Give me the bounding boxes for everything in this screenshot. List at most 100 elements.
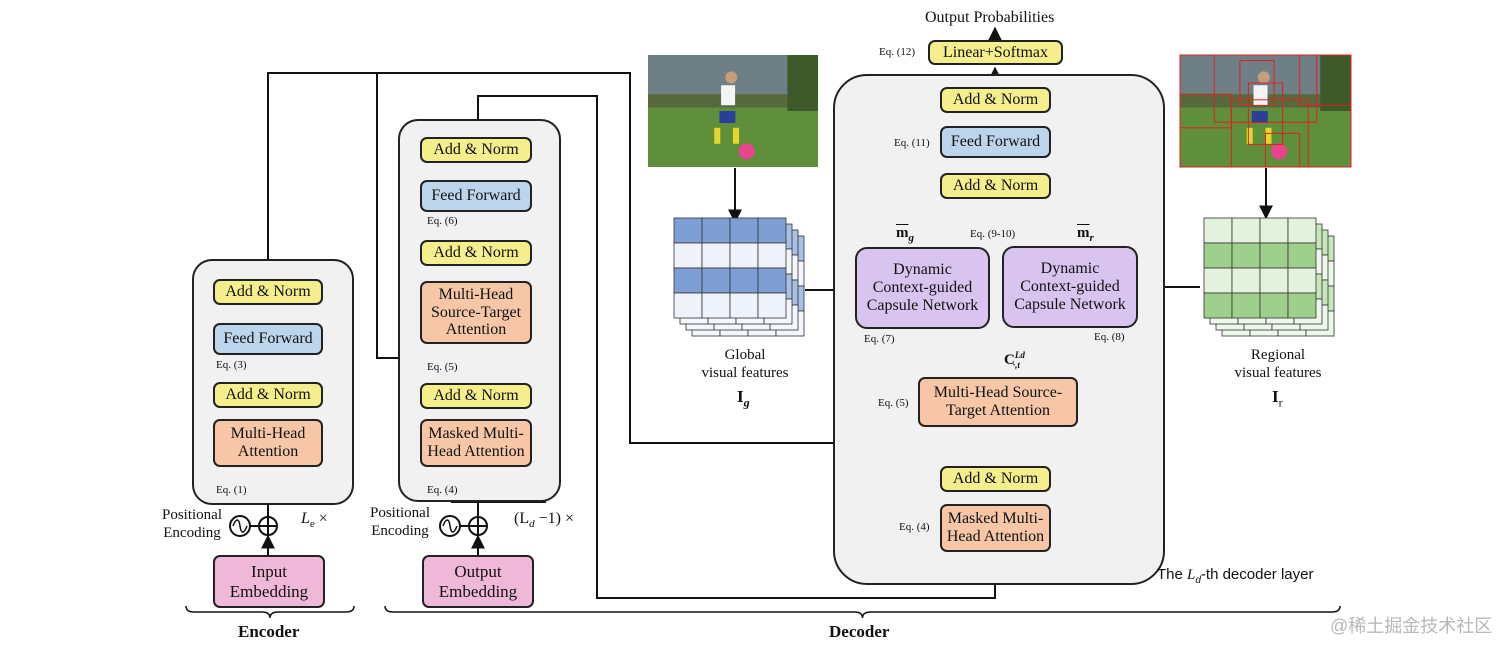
global-image-player-sock-right (733, 127, 739, 144)
decoder-feed-forward: Feed Forward (420, 180, 532, 212)
capsule-network-regional: Dynamic Context-guided Capsule Network (1002, 246, 1138, 328)
last-add-norm-top: Add & Norm (940, 87, 1051, 113)
eq12-label: Eq. (12) (879, 46, 916, 58)
eq11-label: Eq. (11) (894, 137, 930, 149)
global-feature-map-cell (757, 267, 787, 294)
global-feature-map-cell (673, 217, 703, 244)
global-image-ball (738, 143, 755, 160)
decoder-positional-encoding-label: Positional Encoding (369, 505, 430, 539)
regional-feature-map-cell (1287, 242, 1317, 269)
global-feature-map-cell (673, 267, 703, 294)
regional-image-player-shirt (1253, 85, 1268, 106)
decoder-add-circle-cross (469, 517, 487, 535)
global-feature-map-cell (701, 217, 731, 244)
global-feature-map-cell (757, 292, 787, 319)
global-feature-map-cell (729, 242, 759, 269)
last-decoder-layer-panel (833, 74, 1165, 585)
regional-image-region-box (1299, 54, 1352, 106)
regional-feature-map-cell (1231, 217, 1261, 244)
regional-image-player-sock-left (1246, 127, 1253, 144)
regional-features-label: Regional visual features (1234, 347, 1322, 381)
capsule-network-global: Dynamic Context-guided Capsule Network (855, 247, 990, 329)
regional-feature-map-cell (1231, 242, 1261, 269)
regional-feature-map-cell (1287, 217, 1317, 244)
global-features-label: Global visual features (701, 347, 789, 381)
regional-image-ball (1271, 143, 1288, 160)
eq7-label: Eq. (7) (864, 333, 895, 345)
encoder-brace (185, 605, 355, 619)
encoder-add-norm-bottom: Add & Norm (213, 382, 323, 408)
regional-feature-map-cell (1203, 267, 1233, 294)
decoder-repeat-label: (Ld −1) × (514, 510, 574, 531)
eq4-last-label: Eq. (4) (899, 521, 930, 533)
global-feature-map-cell (701, 242, 731, 269)
output-embedding: Output Embedding (422, 555, 534, 608)
encoder-label: Encoder (238, 622, 300, 641)
m-r-label: mr (1077, 225, 1094, 244)
input-embedding: Input Embedding (213, 555, 325, 608)
regional-feature-map-cell (1203, 242, 1233, 269)
global-feature-map-cell (701, 267, 731, 294)
decoder-positional-symbol-wave (442, 519, 458, 533)
decoder-add-norm-top: Add & Norm (420, 137, 532, 163)
encoder-eq3-label: Eq. (3) (216, 359, 247, 371)
encoder-add-norm-top: Add & Norm (213, 279, 323, 305)
global-feature-map-cell (729, 267, 759, 294)
regional-image-player-shorts (1251, 111, 1268, 123)
last-feed-forward: Feed Forward (940, 126, 1051, 158)
global-feature-map-cell (729, 217, 759, 244)
regional-feature-map-cell (1203, 292, 1233, 319)
regional-feature-map-cell (1259, 267, 1289, 294)
encoder-repeat-label: Le × (301, 510, 328, 531)
global-feature-map-cell (729, 292, 759, 319)
last-masked-attention: Masked Multi- Head Attention (940, 504, 1051, 552)
last-layer-caption: The Ld-th decoder layer (1157, 566, 1314, 586)
output-probabilities-label: Output Probabilities (925, 9, 1055, 26)
global-image-player-shirt (721, 85, 736, 106)
encoder-positional-encoding-label: Positional Encoding (161, 507, 222, 541)
regional-feature-map-cell (1287, 267, 1317, 294)
last-source-target-attention: Multi-Head Source- Target Attention (918, 377, 1078, 427)
global-features-symbol: Ig (737, 387, 750, 410)
regional-feature-map-cell (1287, 292, 1317, 319)
decoder-add-norm-bottom: Add & Norm (420, 383, 532, 409)
decoder-eq4-label: Eq. (4) (427, 484, 458, 496)
encoder-feed-forward: Feed Forward (213, 323, 323, 355)
watermark: @稀土掘金技术社区 (1330, 616, 1493, 636)
decoder-source-target-attention: Multi-Head Source-Target Attention (420, 281, 532, 344)
context-vector-label: CLd·,t (1004, 350, 1025, 370)
regional-image-region-box (1179, 93, 1232, 129)
global-feature-map-cell (757, 242, 787, 269)
global-feature-map-cell (673, 242, 703, 269)
global-image-player-head (725, 71, 738, 84)
regional-feature-map-cell (1259, 242, 1289, 269)
regional-image-region-box (1213, 54, 1318, 123)
global-image-player-shorts (719, 111, 736, 123)
last-add-norm-bottom: Add & Norm (940, 466, 1051, 492)
eq9-10-label: Eq. (9-10) (970, 228, 1016, 240)
regional-feature-map-cell (1259, 217, 1289, 244)
linear-softmax: Linear+Softmax (928, 40, 1063, 65)
global-image (648, 55, 818, 167)
decoder-stack-to-last (477, 95, 1002, 599)
regional-image (1179, 54, 1352, 168)
last-add-norm-mid: Add & Norm (940, 173, 1051, 199)
encoder-eq1-label: Eq. (1) (216, 484, 247, 496)
regional-image-tree (1320, 55, 1351, 111)
global-feature-map-cell (701, 292, 731, 319)
decoder-brace (384, 605, 1341, 619)
decoder-eq6-label: Eq. (6) (427, 215, 458, 227)
global-image-tree (787, 55, 818, 111)
regional-feature-map-cell (1231, 292, 1261, 319)
regional-feature-map-cell (1231, 267, 1261, 294)
decoder-label: Decoder (829, 622, 890, 641)
regional-feature-map-cell (1259, 292, 1289, 319)
m-g-label: mg (896, 225, 914, 244)
regional-image-player-head (1257, 71, 1270, 84)
eq5-last-label: Eq. (5) (878, 397, 909, 409)
encoder-positional-symbol-wave (232, 519, 248, 533)
regional-image-player-sock-right (1265, 127, 1272, 144)
regional-feature-map-cell (1203, 217, 1233, 244)
decoder-eq5-label: Eq. (5) (427, 361, 458, 373)
global-feature-map-cell (673, 292, 703, 319)
